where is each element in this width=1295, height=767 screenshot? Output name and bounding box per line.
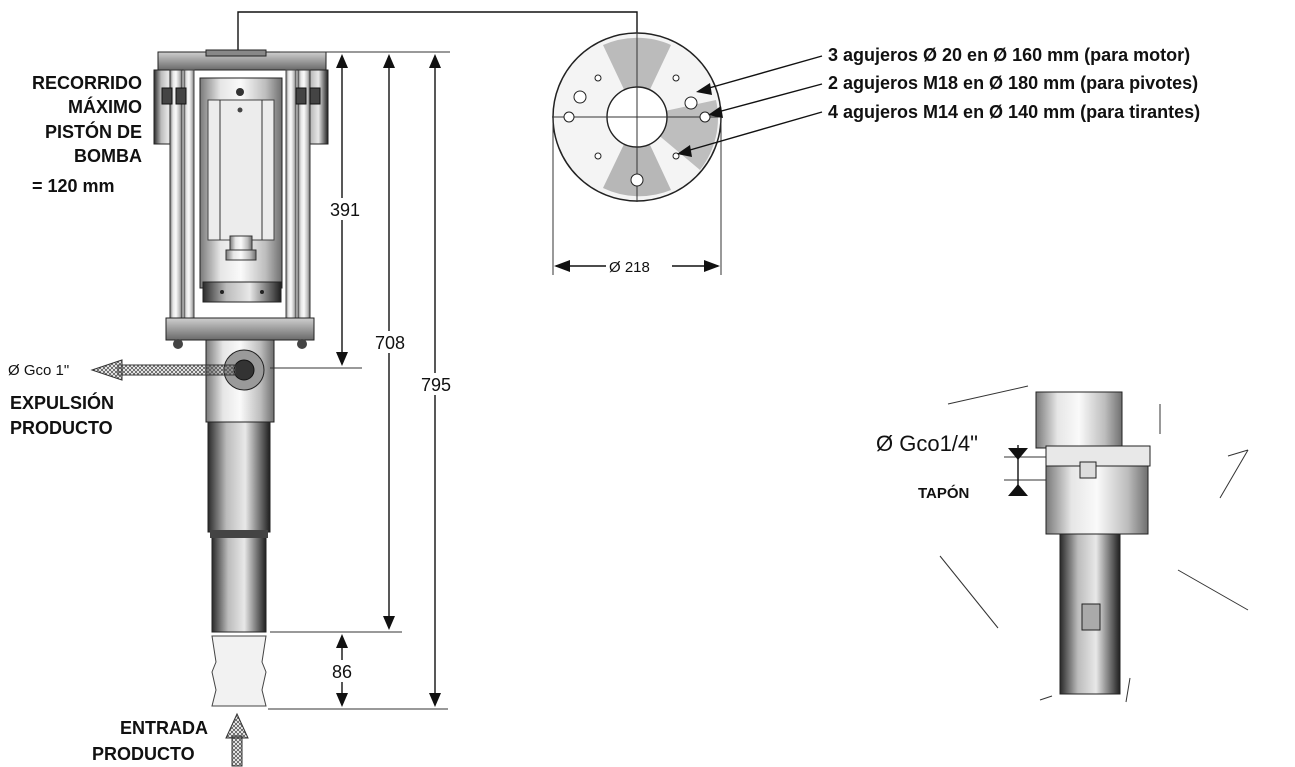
inlet-label-line-2: PRODUCTO (92, 744, 195, 764)
dim-flange-diameter: Ø 218 (609, 259, 650, 276)
plug-label: TAPÓN (918, 484, 969, 502)
dim-86: 86 (332, 662, 352, 682)
outlet-label-line-1: EXPULSIÓN (10, 392, 114, 413)
outlet-label-line-2: PRODUCTO (10, 418, 113, 438)
outlet-spec: Ø Gco 1" (8, 362, 69, 379)
detail-view (939, 385, 1249, 703)
stroke-label: RECORRIDO MÁXIMO PISTÓN DE BOMBA (32, 73, 142, 166)
reference-connector-line (237, 11, 638, 52)
stroke-line-3: PISTÓN DE (45, 121, 142, 142)
dim-795: 795 (421, 375, 451, 395)
stroke-line-2: MÁXIMO (68, 96, 142, 117)
inlet-arrow (225, 712, 249, 767)
inlet-label-line-1: ENTRADA (120, 718, 208, 738)
flange-view (552, 32, 722, 275)
outlet-arrow (90, 359, 237, 381)
pump-body (153, 49, 329, 707)
dim-708: 708 (375, 333, 405, 353)
stroke-line-1: RECORRIDO (32, 73, 142, 93)
stroke-line-4: BOMBA (74, 146, 142, 166)
hole-spec-tie-rods: 4 agujeros M14 en Ø 140 mm (para tirante… (828, 102, 1200, 122)
plug-spec: Ø Gco1/4" (876, 431, 978, 456)
stroke-line-5: = 120 mm (32, 176, 115, 196)
hole-spec-pivots: 2 agujeros M18 en Ø 180 mm (para pivotes… (828, 73, 1198, 93)
dim-391: 391 (330, 200, 360, 220)
hole-leaders (677, 55, 823, 157)
hole-spec-motor: 3 agujeros Ø 20 en Ø 160 mm (para motor) (828, 45, 1190, 65)
